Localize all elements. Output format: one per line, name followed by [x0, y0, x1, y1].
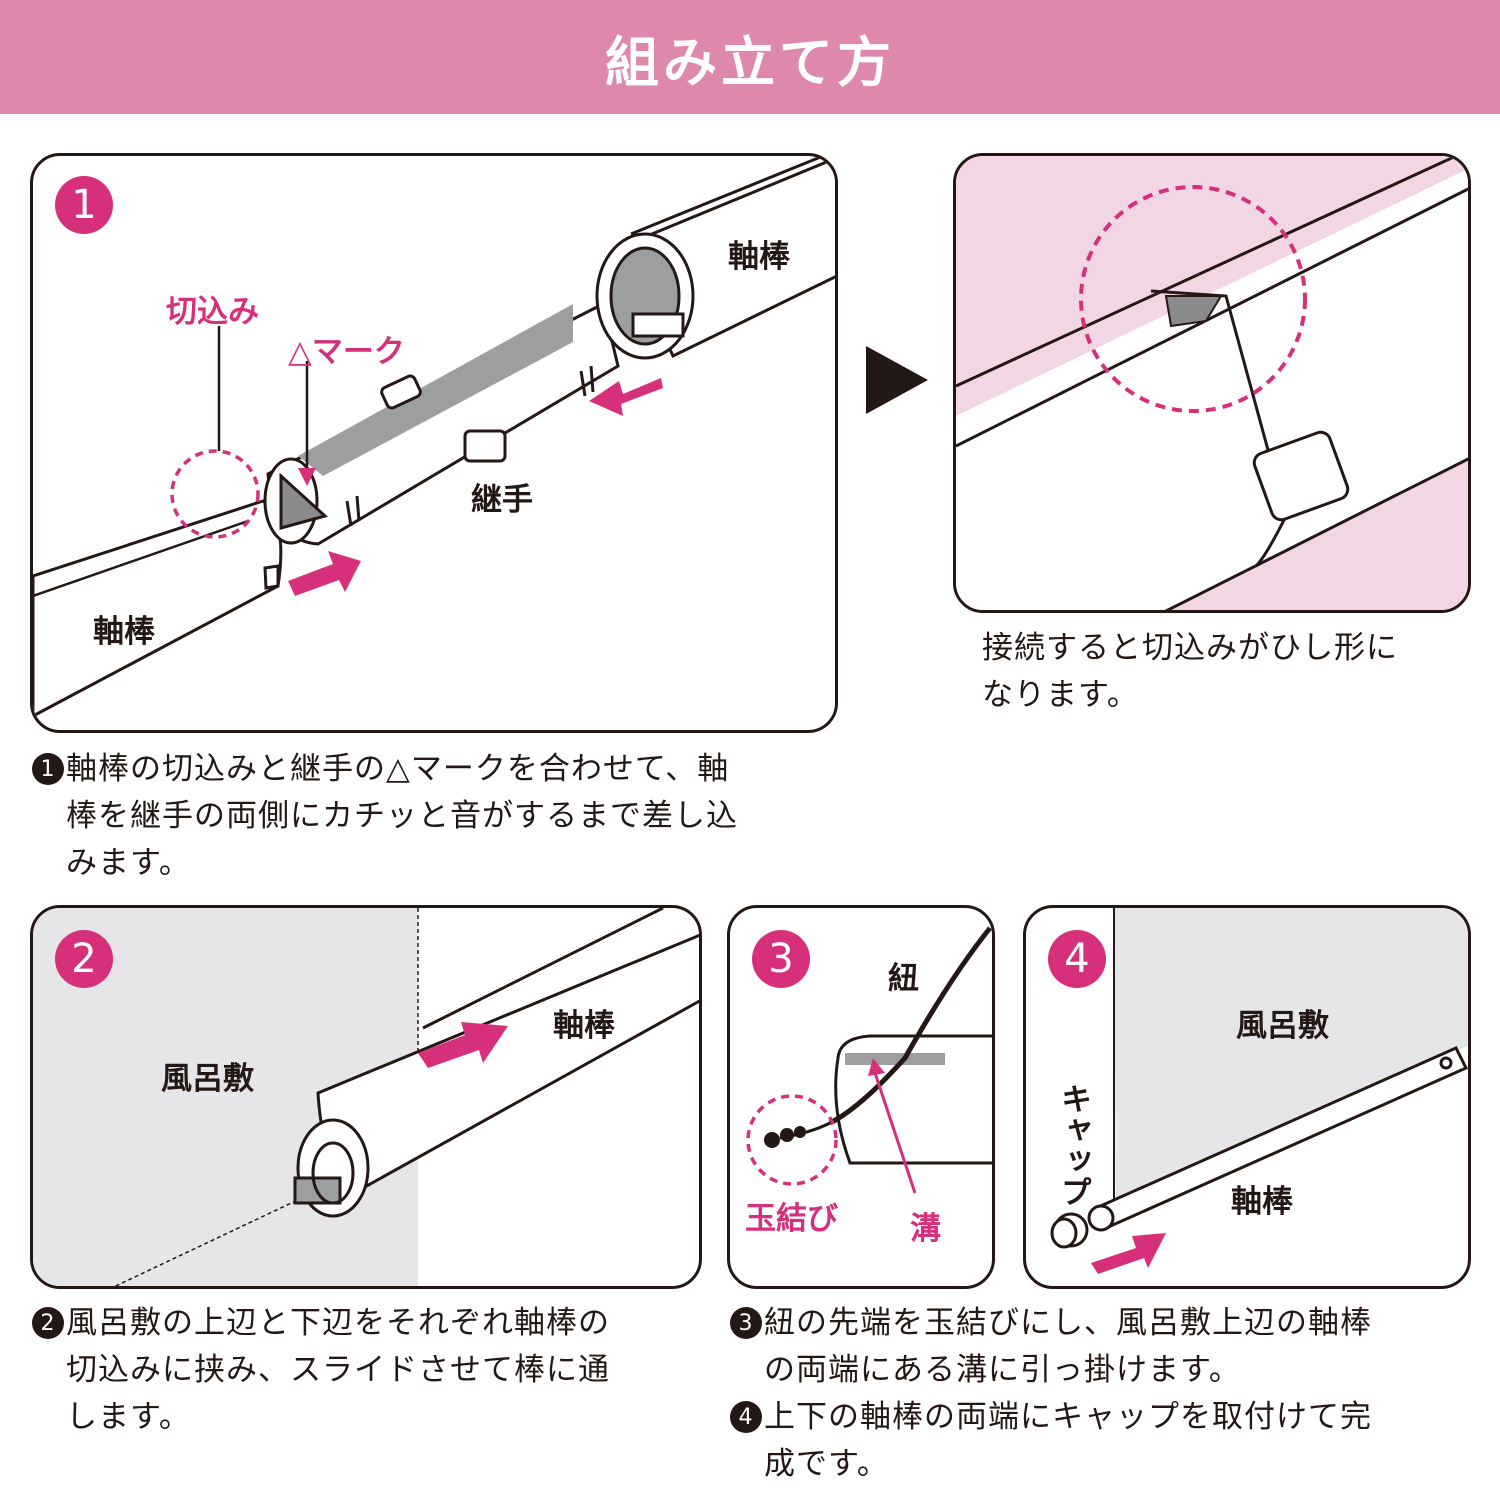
knot-highlight-circle	[746, 1094, 838, 1186]
next-arrow-icon	[866, 346, 928, 414]
step1-caption-line: 棒を継手の両側にカチッと音がするまで差し込	[66, 798, 738, 834]
cap-piece	[1050, 1212, 1089, 1249]
step2-caption-line: 切込みに挟み、スライドさせて棒に通	[66, 1352, 610, 1388]
rod-label-top: 軸棒	[728, 239, 790, 275]
step3-caption-bullet: 3	[730, 1307, 762, 1339]
triangle-mark-label: △マーク	[288, 334, 405, 370]
step1-illustration	[33, 156, 835, 718]
result-illustration	[956, 156, 1468, 610]
step4-panel: 4 風呂敷 キャップ 軸棒	[1023, 905, 1471, 1289]
step1-caption-line: 軸棒の切込みと継手の△マークを合わせて、軸	[66, 751, 730, 787]
step2-illustration	[33, 908, 699, 1286]
cloth-label: 風呂敷	[161, 1061, 254, 1097]
rod-label-bottom: 軸棒	[93, 614, 155, 650]
step4-caption-bullet: 4	[730, 1401, 762, 1433]
push-arrow-right	[288, 551, 361, 596]
step4-rod	[1087, 1046, 1468, 1232]
step1-panel: 1 軸棒 軸棒 切込み △マーク 継手	[30, 153, 838, 733]
step1-number-badge: 1	[55, 176, 113, 234]
result-panel	[953, 153, 1471, 613]
step3-illustration	[746, 926, 992, 1194]
joint-label: 継手	[471, 482, 533, 518]
right-rod	[595, 156, 835, 360]
step2-rod	[293, 908, 699, 1218]
step4-caption-line: 成です。	[764, 1446, 889, 1482]
step3-caption-line: 紐の先端を玉結びにし、風呂敷上辺の軸棒	[764, 1305, 1372, 1341]
push-arrow	[418, 1022, 508, 1068]
result-caption: 接続すると切込みがひし形に なります。	[982, 625, 1398, 719]
knot-label: 玉結び	[745, 1201, 838, 1237]
cloth-label: 風呂敷	[1236, 1008, 1329, 1044]
rod-label: 軸棒	[553, 1008, 615, 1044]
step1-caption-line: みます。	[66, 845, 191, 881]
rod-label: 軸棒	[1231, 1184, 1293, 1220]
step3-caption-line: の両端にある溝に引っ掛けます。	[764, 1352, 1241, 1388]
diamond-highlight-circle	[1079, 185, 1307, 413]
step4-number-badge: 4	[1048, 930, 1106, 988]
joint	[263, 301, 620, 546]
step4-illustration	[1050, 908, 1468, 1274]
notch-highlight-circle	[170, 449, 260, 539]
push-arrow	[1091, 1233, 1166, 1274]
groove-label: 溝	[910, 1211, 941, 1247]
step3-panel: 3 紐 玉結び 溝	[727, 905, 995, 1289]
page-title: 組み立て方	[0, 0, 1500, 114]
left-rod	[33, 499, 283, 718]
string-label: 紐	[888, 961, 919, 997]
string-line	[828, 926, 992, 1126]
step2-panel: 2 風呂敷 軸棒	[30, 905, 702, 1289]
result-caption-line: なります。	[982, 677, 1139, 713]
step2-caption-line: 風呂敷の上辺と下辺をそれぞれ軸棒の	[66, 1305, 610, 1341]
step2-caption-bullet: 2	[32, 1307, 64, 1339]
step2-number-badge: 2	[55, 930, 113, 988]
step3-number-badge: 3	[752, 930, 810, 988]
step1-caption-bullet: 1	[32, 753, 64, 785]
result-caption-line: 接続すると切込みがひし形に	[982, 630, 1398, 666]
push-arrow-left	[589, 378, 663, 416]
step4-caption-line: 上下の軸棒の両端にキャップを取付けて完	[764, 1399, 1372, 1435]
step2-caption-line: します。	[66, 1399, 191, 1435]
cap-label: キャップ	[1055, 1083, 1091, 1207]
notch-label: 切込み	[166, 294, 259, 330]
